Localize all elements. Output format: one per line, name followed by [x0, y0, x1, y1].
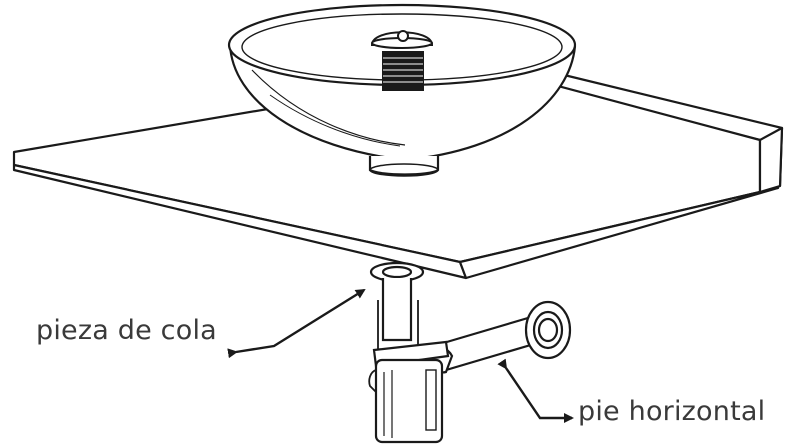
tail-piece-arrow — [227, 288, 366, 359]
label-arrows — [227, 288, 574, 423]
tail-pipe — [369, 261, 425, 361]
horizontal-pipe — [426, 300, 572, 374]
bottle-trap — [368, 340, 450, 444]
horizontal-pipe-arrow — [497, 358, 574, 423]
tail-piece-label: pieza de cola — [36, 315, 217, 346]
horizontal-pipe-label: pie horizontal — [578, 396, 766, 427]
drain-stopper — [370, 30, 434, 91]
